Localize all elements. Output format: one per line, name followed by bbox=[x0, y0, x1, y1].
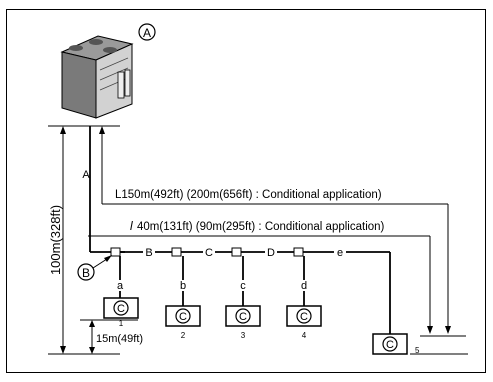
segment-label-c: C bbox=[205, 247, 213, 259]
branch-joint bbox=[231, 247, 242, 257]
svg-text:C: C bbox=[300, 311, 308, 323]
drop-label-a: a bbox=[117, 280, 124, 292]
drop-label-d: d bbox=[301, 280, 307, 292]
indoor-unit: C bbox=[286, 305, 322, 327]
marker-b-label: B bbox=[82, 266, 90, 280]
length-small-l-prefix: l bbox=[130, 219, 133, 233]
outdoor-unit bbox=[60, 35, 134, 119]
marker-a-label: A bbox=[143, 26, 151, 40]
branch-joint bbox=[110, 247, 125, 257]
branch-joint bbox=[293, 247, 304, 257]
indoor-number-1: 1 bbox=[119, 319, 124, 328]
diagram-frame bbox=[6, 9, 486, 373]
drop-label-b: b bbox=[180, 280, 186, 292]
indoor-unit: C bbox=[165, 305, 201, 327]
indoor-number-5: 5 bbox=[415, 346, 420, 355]
indoor-height-label: 15m(49ft) bbox=[96, 333, 143, 345]
svg-text:C: C bbox=[386, 339, 394, 351]
segment-label-a: A bbox=[82, 169, 90, 181]
segment-label-e: e bbox=[337, 247, 343, 259]
svg-text:C: C bbox=[117, 303, 125, 315]
length-l-label: L150m(492ft) (200m(656ft) : Conditional … bbox=[115, 189, 382, 201]
segment-label-d: D bbox=[267, 247, 275, 259]
branch-joint bbox=[171, 247, 182, 257]
svg-text:C: C bbox=[179, 311, 187, 323]
indoor-number-2: 2 bbox=[181, 331, 186, 340]
marker-b-circle bbox=[77, 263, 95, 281]
length-small-l-label: 40m(131ft) (90m(295ft) : Conditional app… bbox=[137, 221, 385, 233]
segment-label-b: B bbox=[145, 247, 152, 259]
indoor-unit: C bbox=[103, 297, 139, 319]
marker-a-circle bbox=[138, 23, 156, 41]
indoor-unit: C bbox=[225, 305, 261, 327]
indoor-number-3: 3 bbox=[241, 331, 246, 340]
indoor-number-4: 4 bbox=[302, 331, 307, 340]
height-limit-label: 100m(328ft) bbox=[48, 205, 63, 275]
indoor-unit: C bbox=[372, 333, 408, 355]
svg-text:C: C bbox=[239, 311, 247, 323]
drop-label-c: c bbox=[240, 280, 246, 292]
